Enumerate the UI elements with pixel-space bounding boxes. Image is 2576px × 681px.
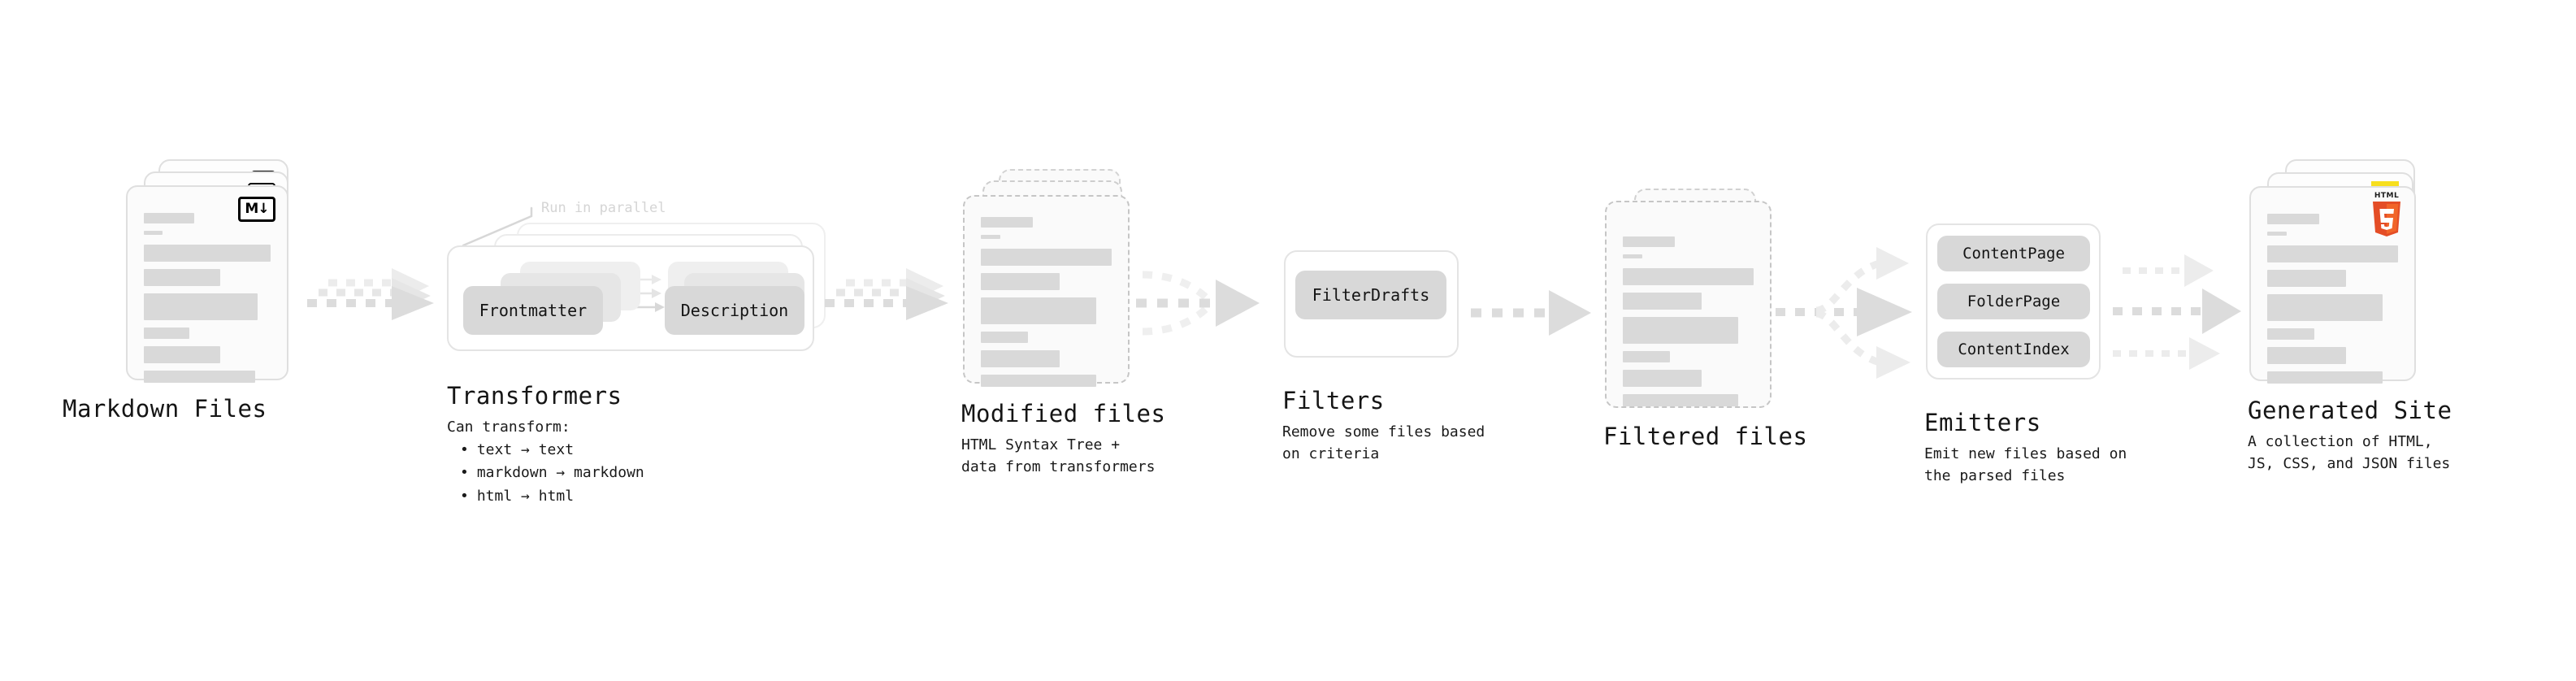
file-content-placeholder: [1623, 236, 1754, 414]
connector-transformers-to-modified: [825, 268, 948, 320]
file-content-placeholder: [981, 217, 1112, 394]
emitter-chip-contentpage[interactable]: ContentPage: [1937, 236, 2090, 271]
stage-markdown-files: M↓ M↓ M↓ Markdown Files: [63, 159, 313, 427]
transformers-bullet-list: text → text markdown → markdown html → h…: [460, 439, 644, 508]
html5-badge-icon: HTML: [2369, 193, 2405, 236]
connector-filters-to-filtered: [1471, 290, 1591, 336]
modified-file-card-front: [963, 195, 1130, 387]
connector-modified-to-filters: [1136, 271, 1260, 336]
bullet-text-to-text: text → text: [460, 439, 644, 462]
transformer-chip-description[interactable]: Description: [665, 286, 804, 335]
connector-emitters-to-site: [2113, 254, 2241, 370]
bullet-markdown-to-markdown: markdown → markdown: [460, 462, 644, 484]
stage-emitters: ContentPage FolderPage ContentIndex Emit…: [1924, 223, 2186, 484]
stage-title-markdown-files: Markdown Files: [63, 395, 267, 423]
site-file-card-html: HTML: [2249, 186, 2416, 384]
file-content-placeholder: [144, 213, 271, 390]
filtered-file-card-front: [1605, 201, 1772, 408]
stage-filtered-files: Filtered files: [1603, 189, 1808, 450]
file-content-placeholder: [2267, 214, 2398, 391]
stage-title-generated-site: Generated Site: [2248, 397, 2452, 424]
stage-filters: FilterDrafts Filters Remove some files b…: [1282, 250, 1528, 462]
markdown-file-card-front: M↓: [126, 185, 288, 383]
connector-filtered-to-emitters: [1776, 247, 1912, 379]
filters-desc: Remove some files based on criteria: [1282, 423, 1485, 463]
stage-title-modified-files: Modified files: [961, 400, 1166, 427]
emitters-desc: Emit new files based on the parsed files: [1924, 445, 2127, 485]
connector-markdown-to-transformers: [307, 268, 434, 320]
stage-title-filters: Filters: [1282, 387, 1385, 414]
stage-title-transformers: Transformers: [447, 382, 622, 410]
stage-title-emitters: Emitters: [1924, 409, 2041, 436]
markdown-badge-icon: M↓: [238, 197, 275, 222]
modified-files-desc: HTML Syntax Tree + data from transformer…: [961, 436, 1156, 476]
run-in-parallel-label: Run in parallel: [541, 200, 666, 216]
stage-title-filtered-files: Filtered files: [1603, 423, 1808, 450]
generated-site-desc: A collection of HTML, JS, CSS, and JSON …: [2248, 433, 2451, 473]
bullet-html-to-html: html → html: [460, 485, 644, 508]
transformers-desc: Can transform:: [447, 419, 570, 436]
transformer-chip-frontmatter[interactable]: Frontmatter: [463, 286, 603, 335]
emitter-chip-folderpage[interactable]: FolderPage: [1937, 284, 2090, 319]
stage-generated-site: CSS HTML: [2248, 159, 2493, 472]
stage-modified-files: Modified files HTML Syntax Tree + data f…: [961, 163, 1166, 475]
emitter-chip-contentindex[interactable]: ContentIndex: [1937, 332, 2090, 367]
filter-chip-filterdrafts[interactable]: FilterDrafts: [1295, 271, 1446, 319]
stage-transformers: Run in parallel Frontmatter Descr: [447, 195, 837, 505]
